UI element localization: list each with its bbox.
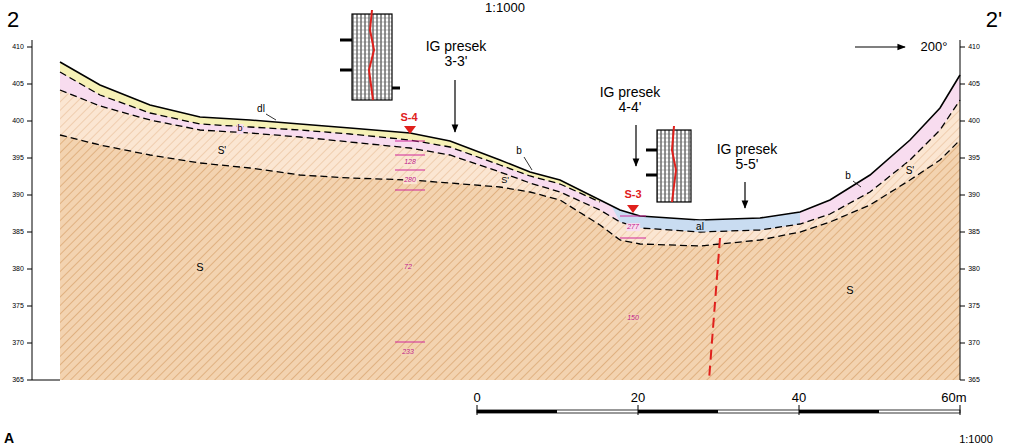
borehole-name: S-4 [400,111,417,123]
axis-tick [960,158,965,159]
section-label: IG presek 3-3' [421,39,491,70]
axis-tick [960,121,965,122]
section-label: IG presek 4-4' [595,85,665,116]
layer-label: S' [217,145,228,156]
axis-tick [27,47,32,48]
axis-tick [27,121,32,122]
axis-tick [960,84,965,85]
elevation-number: 370 [12,339,24,347]
axis-tick [960,232,965,233]
layer-label: S [195,261,204,273]
axis-ticks [27,47,965,380]
elevation-number: 365 [12,376,24,384]
elevation-number: 380 [968,265,980,273]
borehole-log [340,10,400,100]
axis-tick [27,269,32,270]
rock-s-prime [60,62,960,246]
elevation-number: 395 [12,154,24,162]
section-mark: 2 [7,8,19,32]
elevation-number: 380 [12,265,24,273]
elevation-number: 365 [968,376,980,384]
layer-label: al [695,221,705,232]
layer-label: b [516,145,522,156]
elevation-number: 395 [968,154,980,162]
borehole-symbol [404,126,416,134]
elevation-number: 410 [12,43,24,51]
ground-surface [60,62,960,220]
scale-number: 60m [941,391,966,405]
borehole-value: 277 [626,223,640,231]
section-label: IG presek 5-5' [712,142,782,173]
axis-tick [27,380,32,381]
layer-label: S' [500,176,510,186]
layer-label: dl [257,103,265,114]
rock-s [60,62,960,380]
layer-label: b [845,170,851,181]
scale-number: 20 [631,391,645,405]
axis-tick [960,343,965,344]
borehole-value: 150 [626,314,640,322]
elevation-number: 385 [12,228,24,236]
borehole-value: 233 [401,348,415,356]
borehole-value: 280 [403,176,417,184]
layer-boundaries [60,72,960,246]
layer-label: S [845,284,854,296]
elevation-number: 410 [968,43,980,51]
sheet-letter: A [4,431,14,446]
borehole-name: S-3 [624,188,641,200]
elevation-number: 370 [968,339,980,347]
layer-label: b [236,124,243,134]
axis-tick [960,269,965,270]
scale-text: 1:1000 [485,1,525,15]
borehole-value: 128 [403,158,417,166]
axis-tick [27,84,32,85]
elevation-number: 375 [12,302,24,310]
axis-tick [960,380,965,381]
scale-number: 40 [792,391,806,405]
elevation-number: 405 [12,80,24,88]
borehole-log [646,126,691,202]
borehole-symbol [627,205,639,213]
layer-dl [60,62,600,202]
axis-tick [960,195,965,196]
axis-tick [960,306,965,307]
axis-tick [960,47,965,48]
axis-tick [27,306,32,307]
azimuth: 200° [921,40,948,54]
layer-b [60,62,960,232]
elevation-number: 390 [12,191,24,199]
elevation-number: 375 [968,302,980,310]
elevation-number: 400 [968,117,980,125]
elevation-number: 385 [968,228,980,236]
leader-line [266,114,861,187]
borehole-intervals [395,141,646,342]
section-arrow [455,47,905,208]
scale-number: 0 [473,391,480,405]
elevation-number: 405 [968,80,980,88]
fault-line [709,238,720,380]
axis-tick [27,343,32,344]
borehole-value: 72 [403,263,413,271]
axis-tick [27,232,32,233]
elevation-number: 390 [968,191,980,199]
layer-label: S' [905,165,916,176]
section-mark: 2' [986,8,1002,32]
elevation-axis [32,40,960,380]
axis-tick [27,158,32,159]
elevation-number: 400 [12,117,24,125]
scale-bar [477,405,960,415]
axis-tick [27,195,32,196]
scale-text: 1:1000 [959,433,993,445]
